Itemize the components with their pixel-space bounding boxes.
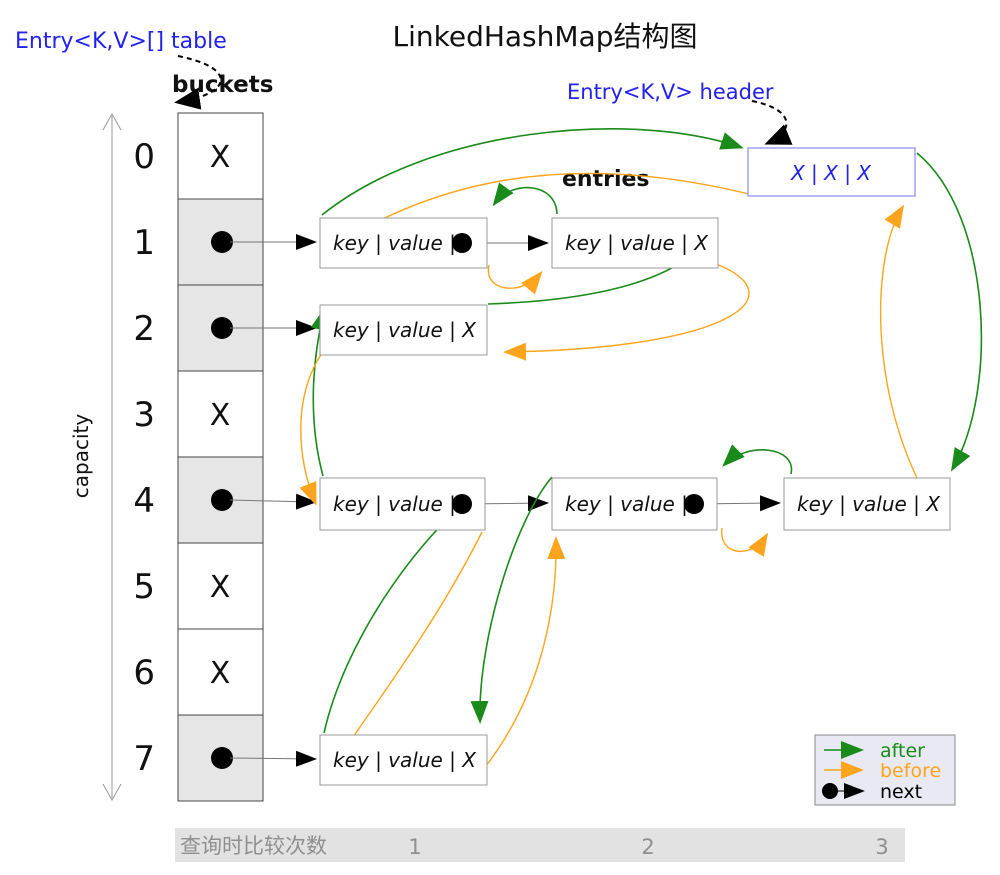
entry-box [551,217,719,269]
next-dot-icon [452,233,472,253]
next-dot-icon [684,494,704,514]
bucket-index-2: 2 [133,309,155,349]
buckets-label: buckets [172,72,273,98]
footer-count-3: 3 [875,835,888,859]
before-link-e4a-e7 [337,531,483,760]
after-link-e4b-e7 [470,476,553,724]
entry-label: key | value | [565,492,688,516]
capacity-axis [102,112,122,802]
table-label: Entry<K,V>[] table [15,29,227,54]
bucket-cell-3 [177,370,264,458]
legend-after-label: after [880,740,925,762]
entry-label: key | value | X [565,231,709,255]
entry-node-bucket4-entry1: key | value | [319,477,486,531]
after-link-e7-e4a [323,503,466,734]
header-node-box [747,147,916,197]
after-link-e1a-header [321,128,744,216]
bucket-cell-6 [177,628,264,716]
before-link-e2-e4a [299,352,323,506]
before-link-e7-e4b [471,536,566,784]
after-link-row4-loop [722,444,793,475]
bucket-5-null-mark: X [210,570,231,605]
capacity-label: capacity [69,414,93,499]
header-label: Entry<K,V> header [567,80,774,104]
entry-label: key | value | [333,492,456,516]
legend-before-label: before [880,760,941,782]
footer-count-1: 1 [408,835,421,859]
bucket-7-pointer-dot-icon [211,747,233,769]
after-link-header-e4c [916,152,983,472]
entry-box [319,304,488,356]
entry-box [319,217,488,269]
bucket-array: 0 1 2 3 4 5 6 7 X X X X [133,112,264,802]
footer-label: 查询时比较次数 [180,834,327,858]
footer-bar [175,828,905,862]
entry-node-bucket4-entry3: key | value | X [783,477,951,531]
legend: after before next [814,734,956,806]
bucket-cell-0 [177,112,264,200]
before-link-row1-loop [487,264,543,295]
entry-label: key | value | X [333,318,477,342]
capacity-arrow-up-icon [102,112,122,131]
legend-next-label: next [880,781,922,803]
header-node: X | X | X [747,147,916,197]
entry-box [319,734,488,786]
entry-label: key | value | X [333,748,477,772]
bucket-index-4: 4 [133,481,155,521]
bucket-1-pointer-dot-icon [211,231,233,253]
after-link-row1-loop [492,182,558,215]
entry-node-bucket4-entry2: key | value | [551,477,718,531]
entry-nodes: key | value | key | value | X key | valu… [319,217,951,786]
header-node-value: X | X | X [790,161,872,185]
entries-label: entries [562,167,650,192]
bucket-6-null-mark: X [210,656,231,691]
next-link-bucket7 [229,750,317,767]
bucket-index-3: 3 [133,395,155,435]
bucket-index-0: 0 [133,137,155,177]
entry-box [783,477,951,531]
footer-count-2: 2 [641,835,654,859]
next-dot-icon [452,494,472,514]
bucket-4-pointer-dot-icon [211,489,233,511]
bucket-index-1: 1 [133,223,155,263]
bucket-index-7: 7 [133,739,155,779]
entry-node-bucket2-entry1: key | value | X [319,304,488,356]
bucket-3-null-mark: X [210,398,231,433]
bucket-2-pointer-dot-icon [211,317,233,339]
legend-next-dot-icon [822,783,838,799]
bucket-index-5: 5 [133,567,155,607]
capacity-arrow-down-icon [102,783,122,802]
entry-label: key | value | X [797,492,941,516]
before-link-row4-loop [721,527,769,557]
entry-label: key | value | [333,231,456,255]
bucket-index-6: 6 [133,653,155,693]
entry-node-bucket7-entry1: key | value | X [319,734,488,786]
entry-node-bucket1-entry2: key | value | X [551,217,719,269]
header-pointer-dashed-arrow [751,100,793,145]
comparison-footer: 查询时比较次数 1 2 3 [175,828,905,862]
entry-node-bucket1-entry1: key | value | [319,217,488,269]
before-link-e1b-e2 [503,263,750,361]
bucket-0-null-mark: X [210,140,231,175]
page-title: LinkedHashMap结构图 [393,20,698,53]
